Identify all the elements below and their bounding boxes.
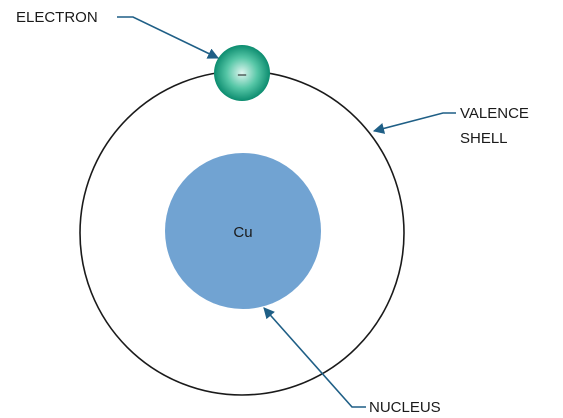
electron-circle (214, 45, 270, 101)
electron-leader-line (117, 16, 220, 59)
electron-label: ELECTRON (16, 9, 98, 26)
valence-shell-label-line1: VALENCE (460, 105, 529, 122)
nucleus-label: NUCLEUS (369, 399, 441, 416)
nucleus-leader-line (263, 307, 366, 408)
nucleus-symbol: Cu (233, 224, 252, 241)
nucleus-circle (165, 153, 321, 309)
valence-shell-label-line2: SHELL (460, 130, 508, 147)
valence-shell-leader-line (372, 112, 456, 134)
electron-charge: – (238, 66, 247, 83)
